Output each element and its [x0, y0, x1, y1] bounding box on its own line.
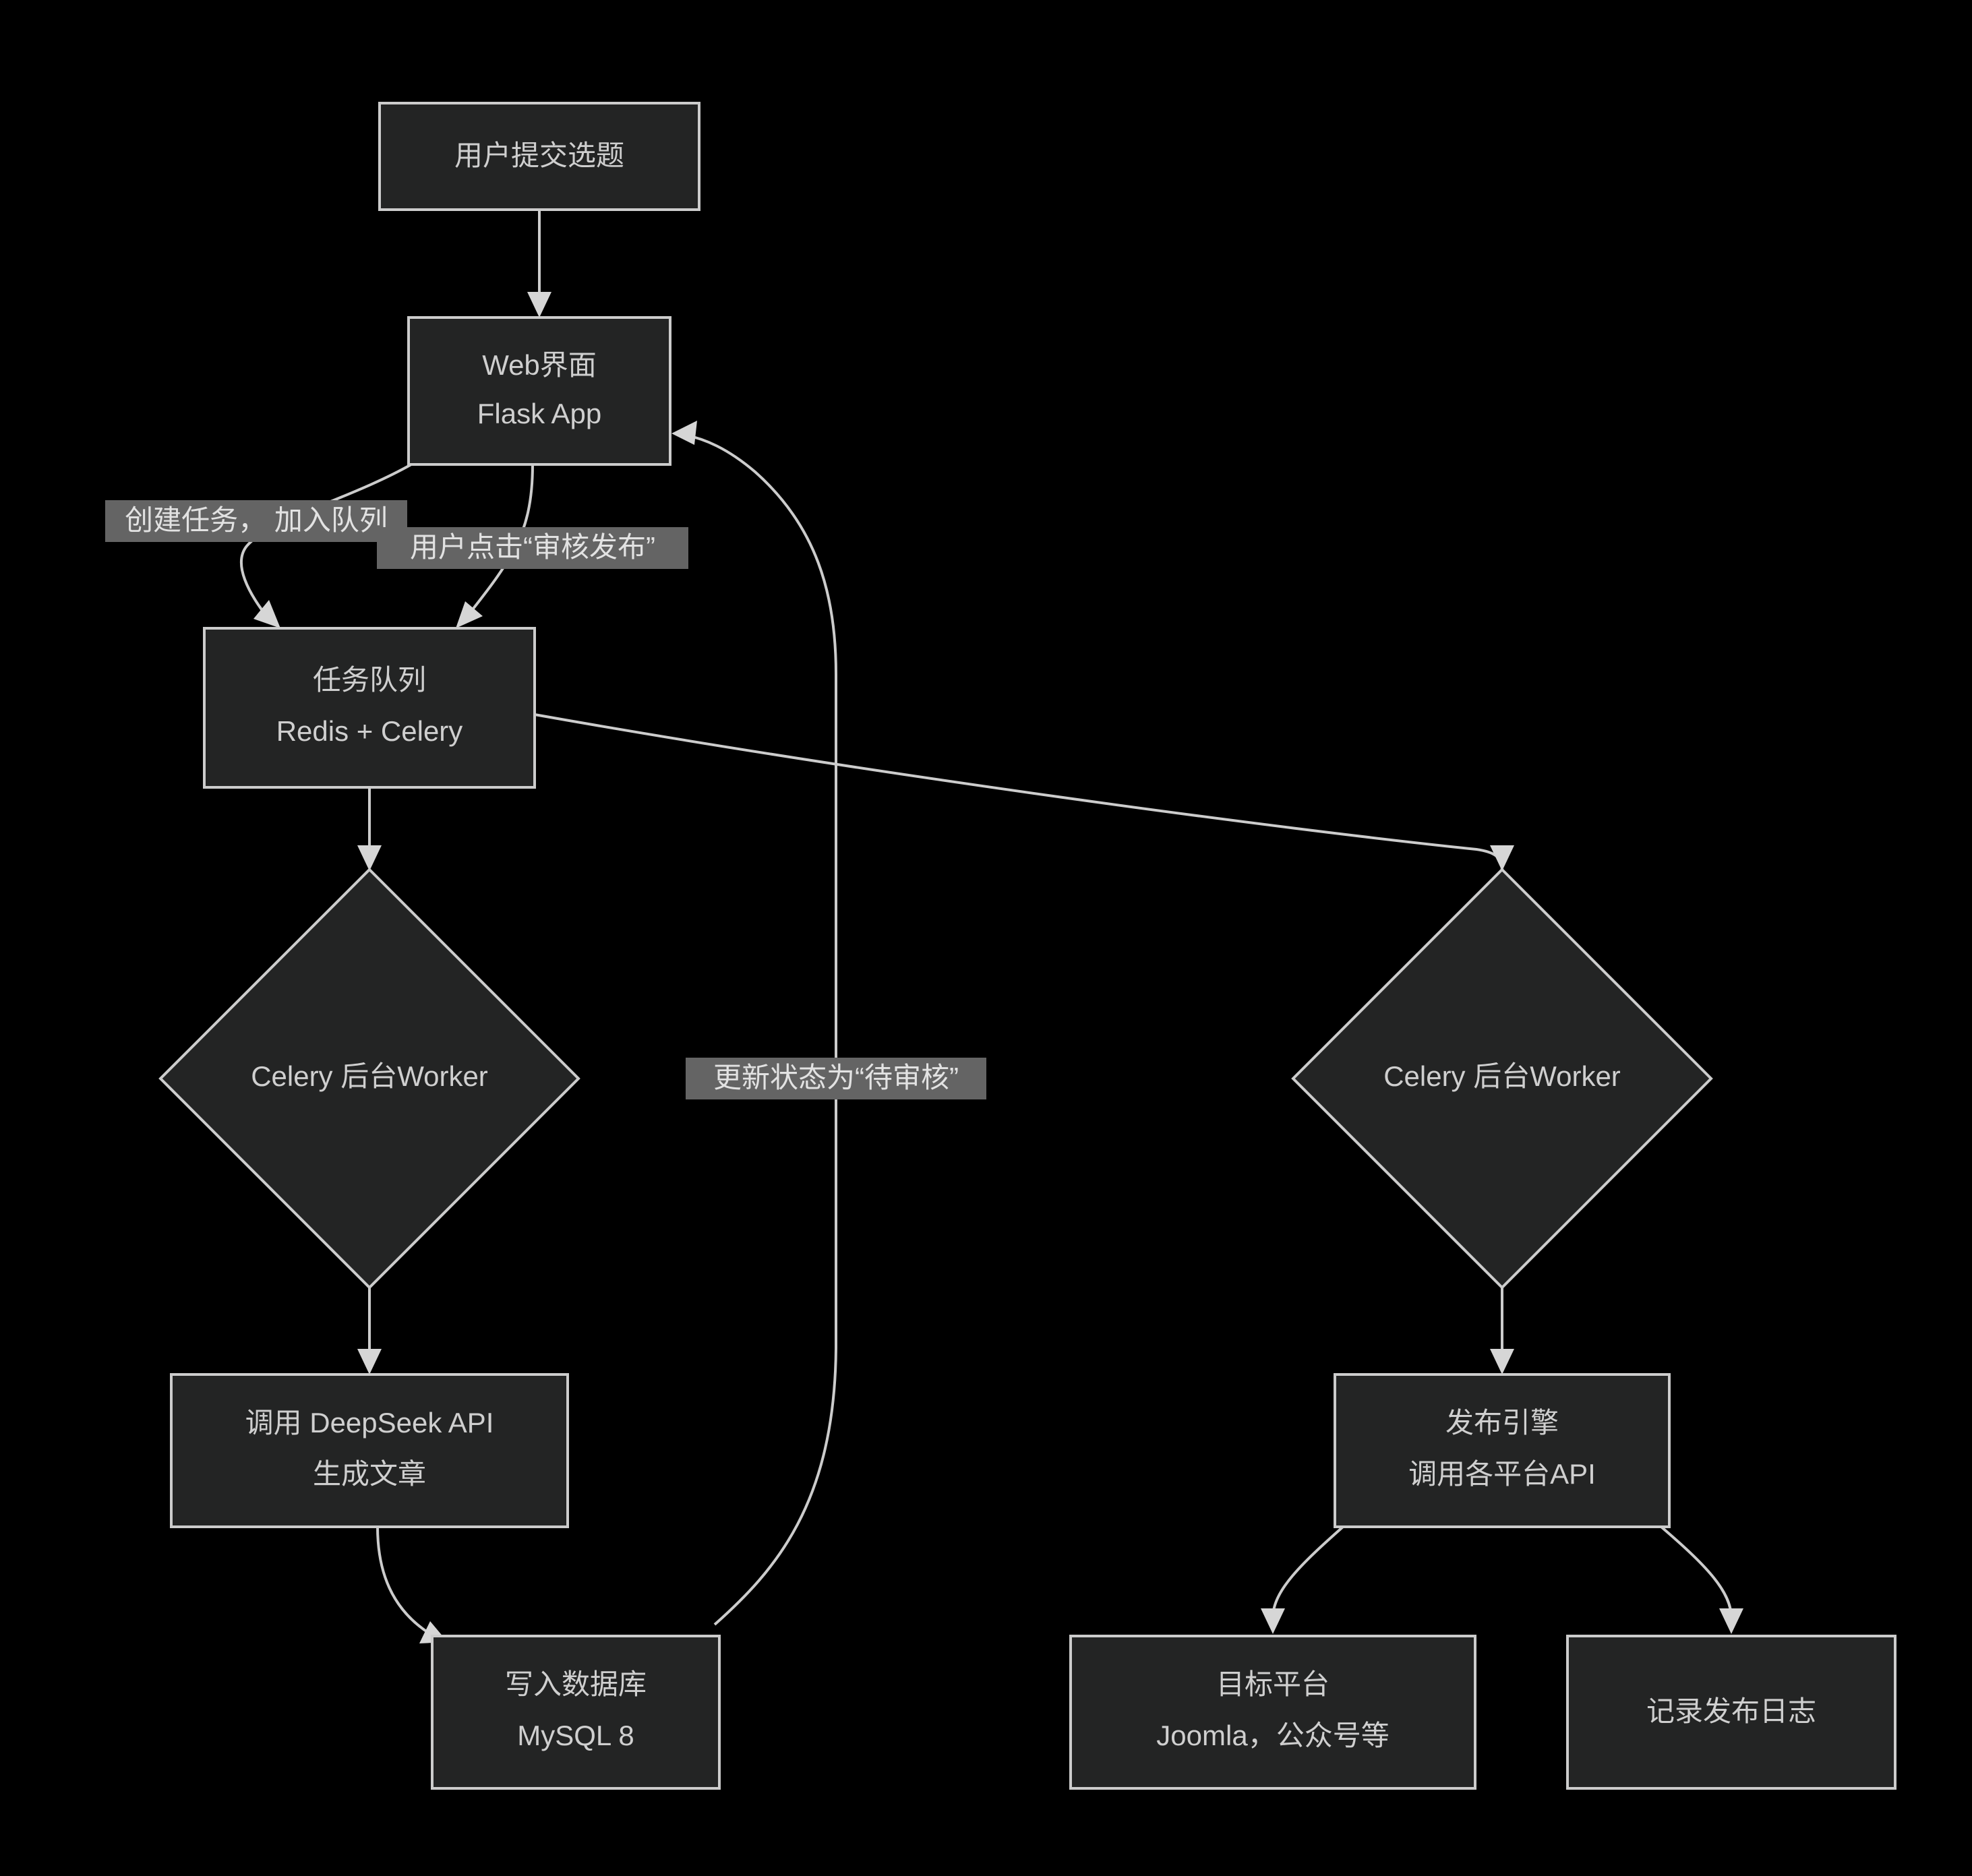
edge-label-background [105, 500, 407, 542]
edge-label-text: 创建任务， 加入队列 [125, 504, 388, 536]
arrow-head-icon [1490, 1349, 1514, 1374]
node-label-line-1: Celery 后台Worker [1383, 1060, 1621, 1092]
node-label-line-1: Celery 后台Worker [251, 1060, 488, 1092]
edge-mysql-to-web-feedback [671, 421, 837, 1626]
node-label-line-1: Web界面 [482, 349, 597, 381]
node-publish-logs[interactable]: 记录发布日志 [1566, 1635, 1896, 1790]
edge-label-background [686, 1058, 986, 1099]
edge-line [1272, 1525, 1344, 1618]
node-box[interactable] [1069, 1635, 1476, 1790]
node-label-line-2: 调用各平台API [1408, 1458, 1596, 1490]
node-label-line-2: Joomla，公众号等 [1156, 1720, 1389, 1751]
node-label-line-1: 发布引擎 [1445, 1407, 1559, 1439]
edge-queue-to-worker-left [357, 787, 382, 871]
arrow-head-icon [527, 292, 551, 317]
node-label-line-2: Redis + Celery [276, 715, 463, 747]
node-box[interactable] [431, 1635, 721, 1790]
arrow-head-icon [671, 421, 697, 445]
edge-label-background [377, 527, 688, 569]
edge-submit-to-web [527, 210, 551, 317]
edge-worker-right-to-publisher [1490, 1288, 1514, 1374]
node-target-platforms[interactable]: 目标平台 Joomla，公众号等 [1069, 1635, 1476, 1790]
node-deepseek-api[interactable]: 调用 DeepSeek API 生成文章 [170, 1373, 569, 1528]
node-label-line-2: 生成文章 [313, 1458, 426, 1490]
edge-worker-left-to-deepseek [357, 1288, 382, 1374]
arrow-head-icon [456, 601, 483, 628]
nodes-layer: 用户提交选题 Web界面 Flask App 任务队列 Redis + Cele… [158, 102, 1896, 1790]
edge-publisher-to-platforms [1261, 1525, 1344, 1634]
node-label-line-1: 调用 DeepSeek API [245, 1407, 494, 1439]
node-box[interactable] [407, 316, 671, 466]
node-label-line-1: 任务队列 [313, 664, 426, 696]
arrow-head-icon [357, 845, 382, 871]
node-box[interactable] [1334, 1373, 1671, 1528]
edge-publisher-to-logs [1660, 1525, 1743, 1634]
node-label-line-2: Flask App [477, 398, 601, 429]
node-write-database[interactable]: 写入数据库 MySQL 8 [431, 1635, 721, 1790]
node-label-line-1: 用户提交选题 [454, 140, 624, 171]
edge-label-text: 用户点击“审核发布” [410, 531, 655, 563]
edge-label-update-status: 更新状态为“待审核” [686, 1058, 986, 1099]
edge-line [376, 1526, 433, 1636]
node-celery-worker-right[interactable]: Celery 后台Worker [1291, 868, 1713, 1290]
edge-line [534, 713, 1503, 872]
node-box[interactable] [1566, 1635, 1896, 1790]
arrow-head-icon [1719, 1608, 1743, 1634]
edge-label-user-click-review: 用户点击“审核发布” [377, 527, 688, 569]
node-label-line-1: 目标平台 [1216, 1668, 1329, 1700]
edge-label-create-task: 创建任务， 加入队列 [105, 500, 407, 542]
arrow-head-icon [253, 600, 280, 628]
node-task-queue[interactable]: 任务队列 Redis + Celery [203, 627, 536, 789]
node-box[interactable] [378, 102, 700, 211]
node-diamond[interactable] [1291, 868, 1713, 1290]
node-diamond[interactable] [158, 868, 580, 1290]
node-box[interactable] [203, 627, 536, 789]
node-celery-worker-left[interactable]: Celery 后台Worker [158, 868, 580, 1290]
edge-labels-layer: 创建任务， 加入队列 用户点击“审核发布” 更新状态为“待审核” [105, 500, 986, 1099]
node-submit-topic[interactable]: 用户提交选题 [378, 102, 700, 211]
edge-line [1660, 1525, 1733, 1618]
arrow-head-icon [1261, 1608, 1285, 1634]
edge-queue-to-worker-right [534, 713, 1514, 872]
node-web-ui[interactable]: Web界面 Flask App [407, 316, 671, 466]
edge-label-text: 更新状态为“待审核” [713, 1062, 959, 1093]
node-box[interactable] [170, 1373, 569, 1528]
edge-line [680, 433, 837, 1626]
edge-deepseek-to-mysql [376, 1526, 448, 1643]
node-label-line-1: 记录发布日志 [1646, 1695, 1816, 1727]
node-label-line-2: MySQL 8 [517, 1720, 634, 1751]
node-label-line-1: 写入数据库 [505, 1668, 647, 1700]
arrow-head-icon [1490, 845, 1514, 871]
arrow-head-icon [357, 1349, 382, 1374]
node-publish-engine[interactable]: 发布引擎 调用各平台API [1334, 1373, 1671, 1528]
